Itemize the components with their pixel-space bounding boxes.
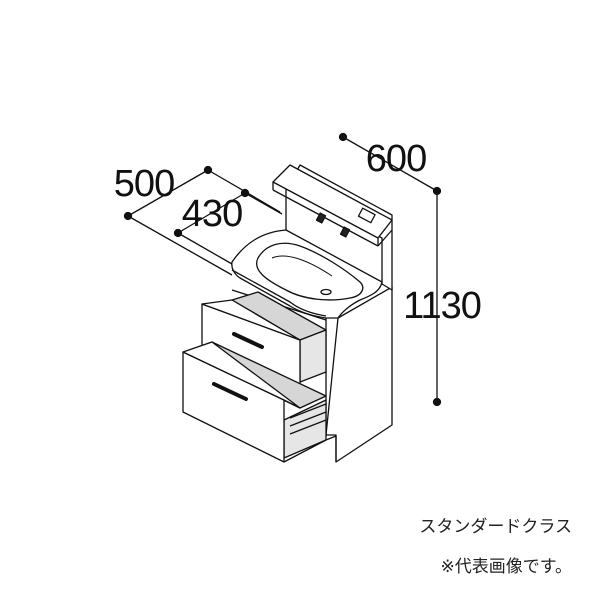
product-class-label: スタンダードクラス xyxy=(419,517,572,537)
faucet-nozzle-left xyxy=(315,212,327,224)
dimension-depth-outer: 500 xyxy=(114,163,174,205)
outlet-icon xyxy=(357,207,376,224)
top-shelf xyxy=(272,164,393,239)
lower-drawer-handle[interactable] xyxy=(212,382,248,401)
faucet-nozzle-right xyxy=(339,226,351,238)
drain-icon xyxy=(320,288,332,296)
dimension-lines xyxy=(123,132,442,407)
dimension-width: 600 xyxy=(366,138,426,180)
representative-image-note: ※代表画像です。 xyxy=(440,557,572,577)
dimension-height: 1130 xyxy=(403,285,481,327)
upper-drawer-handle[interactable] xyxy=(232,332,264,349)
dimension-depth-inner: 430 xyxy=(182,193,242,235)
lower-drawer-side xyxy=(283,399,327,459)
cabinet-base xyxy=(283,435,337,463)
sink-basin xyxy=(256,242,364,301)
cabinet xyxy=(182,164,393,463)
